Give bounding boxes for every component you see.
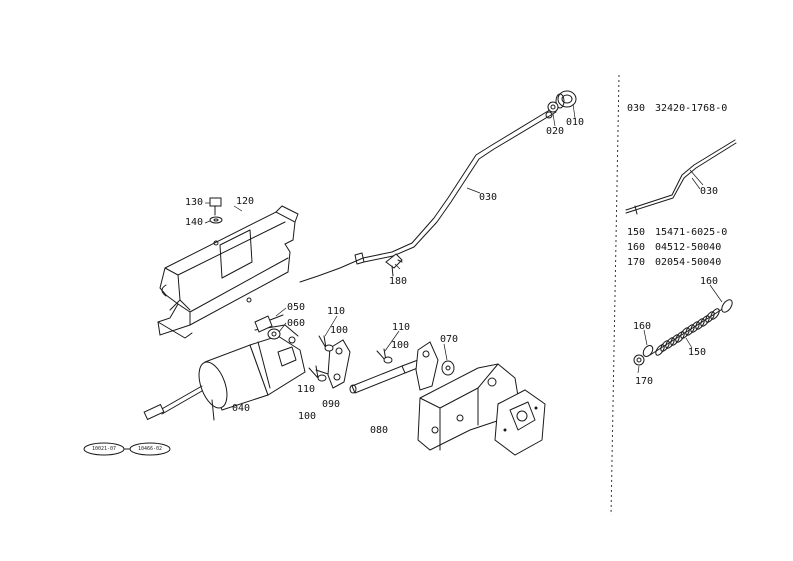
label-030-detail: 030 [700, 186, 719, 197]
nut-170 [633, 354, 645, 366]
rod-030-detail [625, 139, 737, 215]
label-100-c: 100 [391, 340, 410, 351]
label-140: 140 [185, 217, 204, 228]
label-040: 040 [232, 403, 251, 414]
note-150: 150 15471-6025-0 [627, 228, 727, 238]
nut-020 [545, 101, 559, 119]
label-110-c: 110 [392, 322, 411, 333]
throttle-rod-030 [299, 107, 557, 283]
washer-160-right [721, 299, 733, 313]
label-130: 130 [185, 197, 204, 208]
bolt-050 [254, 314, 284, 333]
note-code: 170 [627, 257, 646, 268]
knob-010 [555, 90, 577, 109]
label-180: 180 [389, 276, 408, 287]
label-010: 010 [566, 117, 585, 128]
solenoid-040 [143, 324, 306, 421]
note-030: 030 32420-1768-0 [627, 104, 727, 114]
bolt-130 [209, 197, 222, 216]
label-120: 120 [236, 196, 255, 207]
washer-140 [209, 216, 223, 224]
label-050: 050 [287, 302, 306, 313]
cover-120 [157, 205, 299, 339]
label-110-b: 110 [297, 384, 316, 395]
note-part-no: 02054-50040 [655, 257, 722, 268]
washer-100-left [317, 344, 334, 382]
note-part-no: 04512-50040 [655, 242, 722, 253]
clip-180 [385, 253, 403, 277]
label-090: 090 [322, 399, 341, 410]
label-060: 060 [287, 318, 306, 329]
washer-100-right [383, 356, 393, 364]
label-170: 170 [635, 376, 654, 387]
washer-060 [267, 328, 281, 340]
pump-housing [417, 363, 546, 456]
label-160-a: 160 [700, 276, 719, 287]
lever-070 [415, 341, 455, 391]
label-080: 080 [370, 425, 389, 436]
note-code: 160 [627, 242, 646, 253]
shaft-080 [349, 359, 421, 394]
label-100-b: 100 [298, 411, 317, 422]
note-part-no: 32420-1768-0 [655, 103, 728, 114]
leader-lines [204, 177, 723, 374]
lever-090 [315, 339, 351, 389]
spring-150 [649, 307, 725, 356]
label-020: 020 [546, 126, 565, 137]
note-170: 170 02054-50040 [627, 258, 721, 268]
label-100-a: 100 [330, 325, 349, 336]
serial-ref-from: 10021-07 [91, 446, 117, 452]
label-160-b: 160 [633, 321, 652, 332]
divider-line [610, 74, 620, 516]
serial-ref-to: 10466-02 [137, 446, 163, 452]
pin-110-left [308, 335, 327, 379]
note-code: 150 [627, 227, 646, 238]
label-030: 030 [479, 192, 498, 203]
label-150: 150 [688, 347, 707, 358]
note-part-no: 15471-6025-0 [655, 227, 728, 238]
note-160: 160 04512-50040 [627, 243, 721, 253]
washer-160-left [642, 345, 654, 357]
note-code: 030 [627, 103, 646, 114]
label-070: 070 [440, 334, 459, 345]
label-110-a: 110 [327, 306, 346, 317]
